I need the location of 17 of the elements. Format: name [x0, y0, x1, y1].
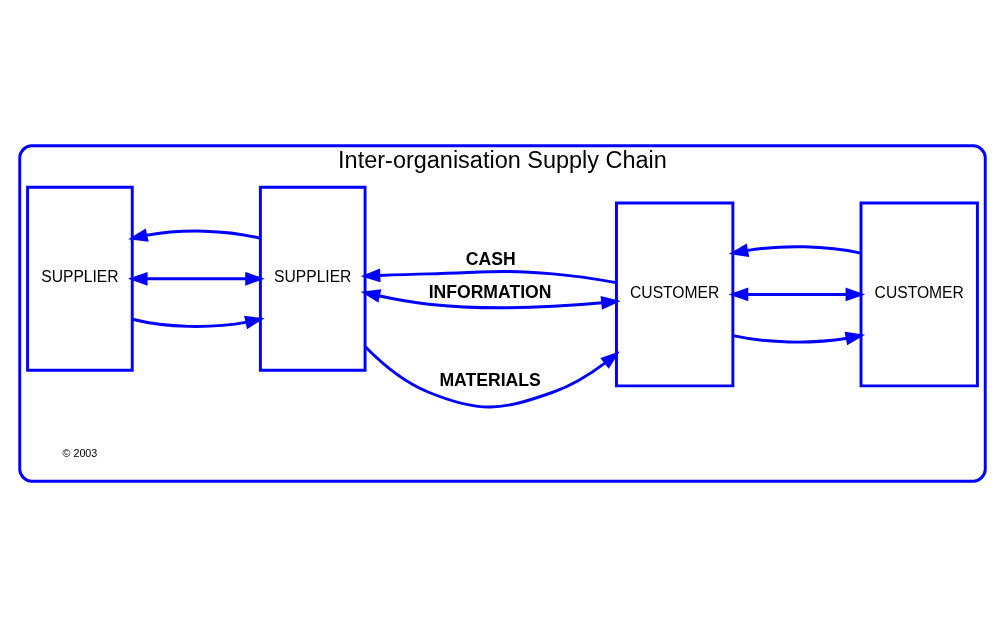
- edge-label: INFORMATION: [428, 281, 552, 302]
- node-box: CUSTOMER: [615, 201, 735, 387]
- arrow: [732, 331, 866, 345]
- label: © 2003: [62, 446, 98, 459]
- edge-label: CASH: [465, 248, 516, 269]
- arrow: [132, 315, 265, 329]
- node-box: CUSTOMER: [859, 201, 979, 387]
- arrow: [360, 288, 621, 310]
- node-box: SUPPLIER: [26, 185, 134, 372]
- node-box: SUPPLIER: [258, 185, 367, 372]
- edge-label: MATERIALS: [439, 369, 541, 390]
- arrow: [128, 227, 261, 242]
- arrow: [728, 243, 862, 257]
- arrow: [728, 287, 866, 301]
- arrow: [128, 271, 265, 286]
- arrow: [360, 268, 617, 284]
- arrow: [364, 344, 620, 408]
